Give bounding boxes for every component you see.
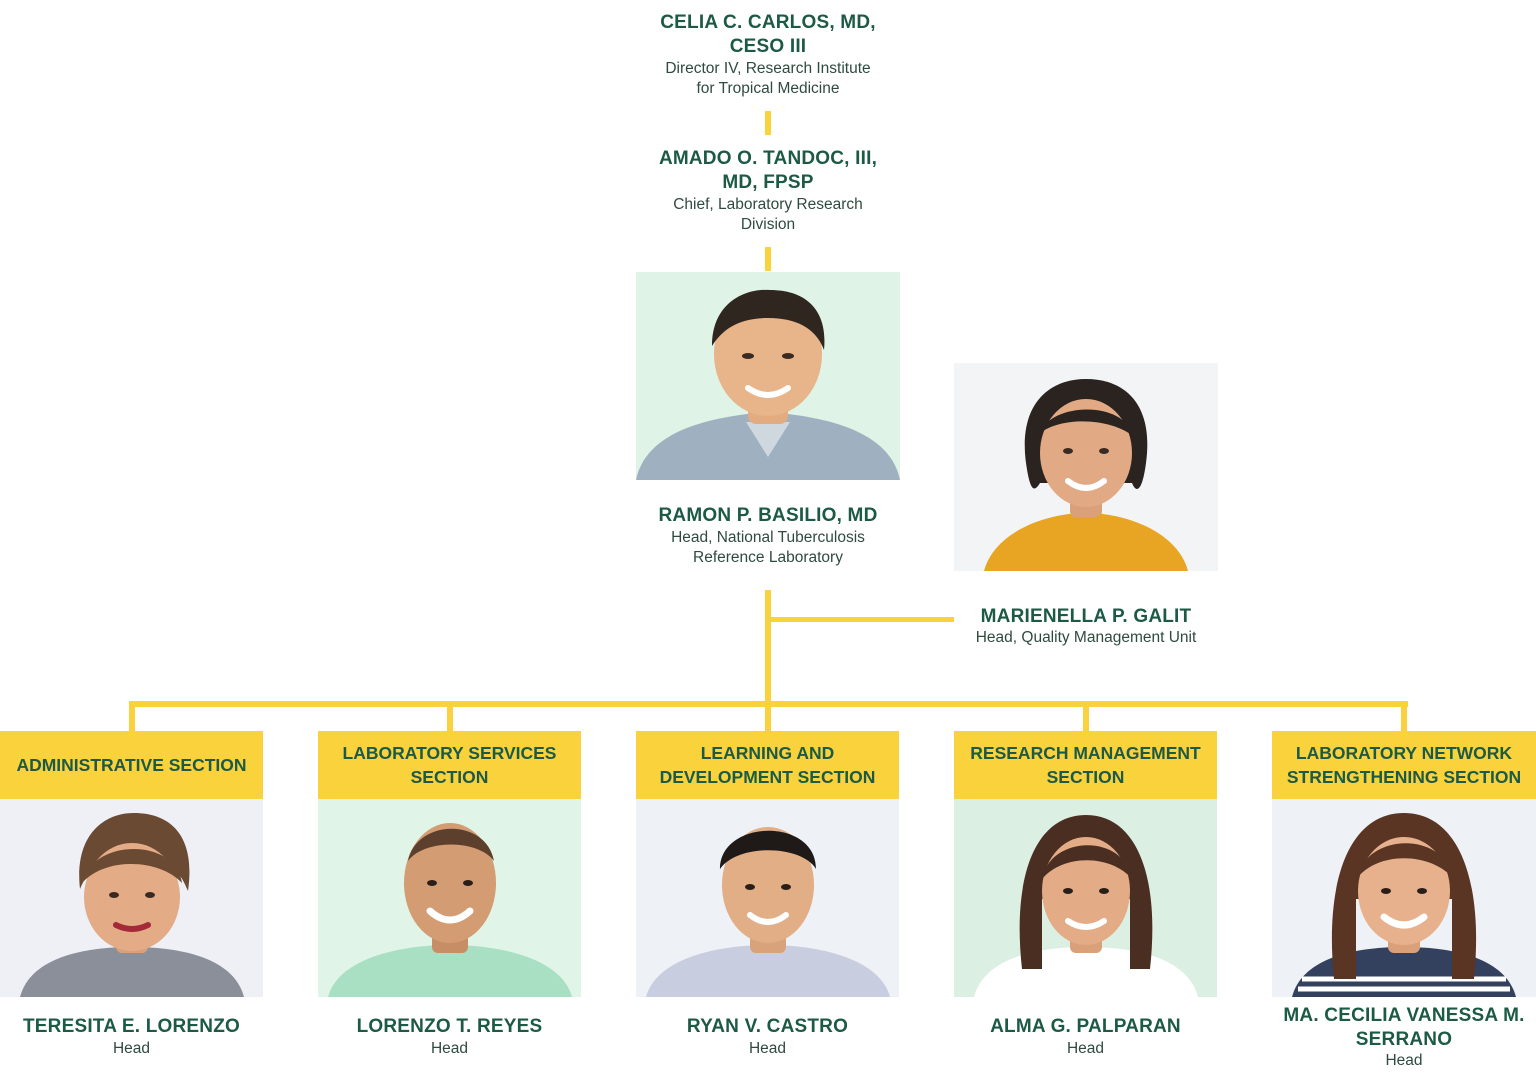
qmu-head-photo: [954, 363, 1218, 571]
section-header-learning-development: LEARNING AND DEVELOPMENT SECTION: [636, 731, 899, 799]
section-head-name: LORENZO T. REYES: [356, 1016, 543, 1037]
section-head-photo: [0, 799, 263, 997]
head-photo: [636, 272, 900, 480]
section-title: ADMINISTRATIVE SECTION: [16, 755, 247, 775]
section-title: LABORATORY NETWORK STRENGTHENING SECTION: [1286, 743, 1522, 787]
section-title: LABORATORY SERVICES SECTION: [342, 743, 557, 787]
connector-sections-bus: [129, 701, 1408, 707]
connector-section-drop: [129, 701, 135, 733]
section-head-name: RYAN V. CASTRO: [686, 1016, 849, 1037]
section-head-role: Head: [430, 1040, 469, 1057]
chief-role: Chief, Laboratory Research Division: [673, 196, 863, 233]
qmu-head-name: MARIENELLA P. GALIT: [980, 606, 1192, 627]
connector-director-chief: [765, 111, 771, 135]
connector-head-qmu: [768, 617, 954, 622]
section-head-name: TERESITA E. LORENZO: [22, 1016, 241, 1037]
connector-head-trunk: [765, 590, 771, 733]
section-head-photo: [954, 799, 1217, 997]
section-head-role: Head: [748, 1040, 787, 1057]
section-head-role: Head: [1066, 1040, 1105, 1057]
section-head-photo: [636, 799, 899, 997]
head-name: RAMON P. BASILIO, MD: [658, 505, 878, 526]
section-header-research-management: RESEARCH MANAGEMENT SECTION: [954, 731, 1217, 799]
section-title: RESEARCH MANAGEMENT SECTION: [970, 743, 1201, 787]
section-head-name: ALMA G. PALPARAN: [990, 1016, 1181, 1037]
section-head-photo: [1272, 799, 1536, 997]
section-head-role: Head: [112, 1040, 151, 1057]
connector-chief-head: [765, 247, 771, 271]
connector-section-drop: [447, 701, 453, 733]
director-role: Director IV, Research Institute for Trop…: [665, 60, 871, 97]
section-header-laboratory-services: LABORATORY SERVICES SECTION: [318, 731, 581, 799]
connector-section-drop: [1083, 701, 1089, 733]
connector-section-drop: [1401, 701, 1407, 733]
section-title: LEARNING AND DEVELOPMENT SECTION: [659, 743, 876, 787]
qmu-head-role: Head, Quality Management Unit: [975, 629, 1197, 646]
chief-name: AMADO O. TANDOC, III, MD, FPSP: [658, 148, 878, 193]
section-head-name: MA. CECILIA VANESSA M. SERRANO: [1283, 1005, 1525, 1050]
section-header-administrative: ADMINISTRATIVE SECTION: [0, 731, 263, 799]
head-role: Head, National Tuberculosis Reference La…: [671, 529, 865, 566]
section-head-photo: [318, 799, 581, 997]
section-header-laboratory-network: LABORATORY NETWORK STRENGTHENING SECTION: [1272, 731, 1536, 799]
section-head-role: Head: [1385, 1052, 1423, 1069]
director-name: CELIA C. CARLOS, MD, CESO III: [660, 12, 876, 57]
